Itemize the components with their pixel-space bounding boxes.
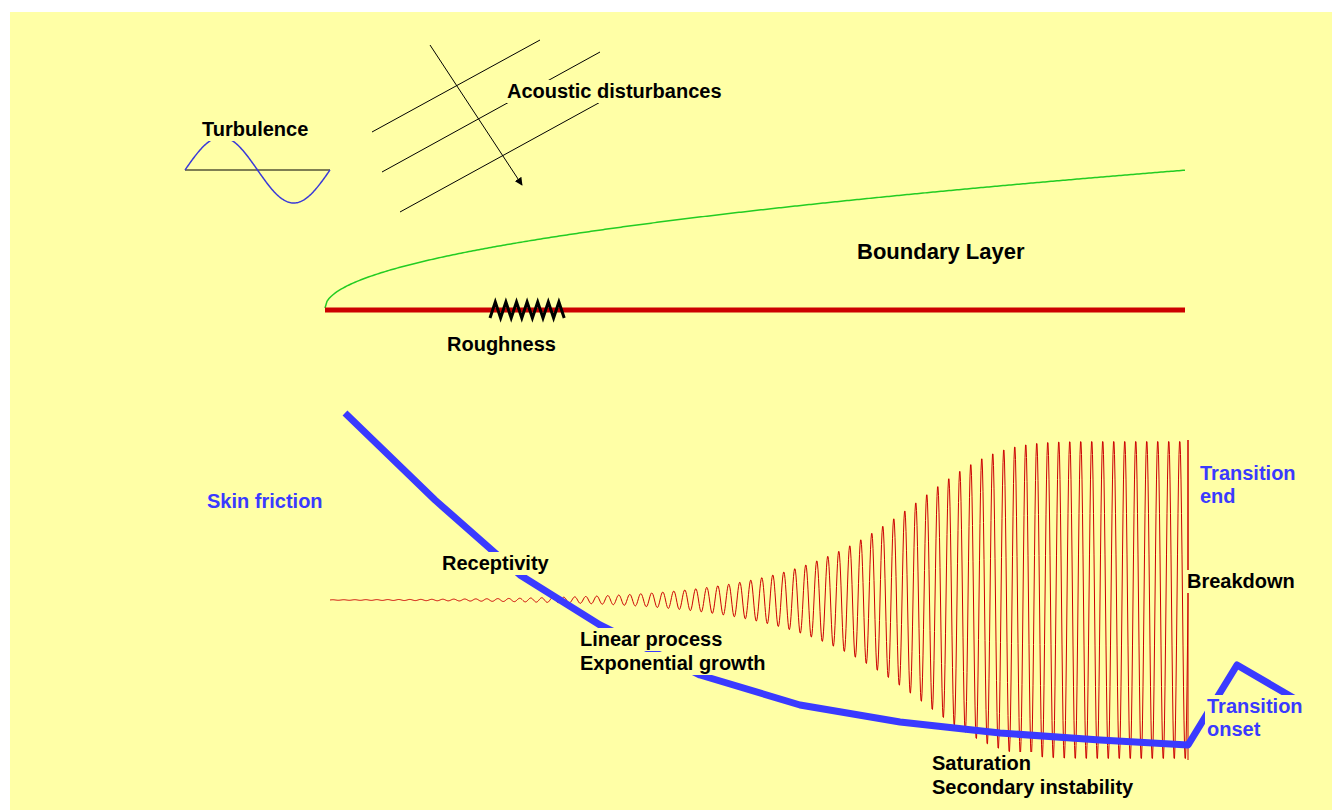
stage-label: Secondary instability xyxy=(930,776,1135,799)
disturbance-wave xyxy=(330,440,1188,760)
stage-label: Exponential growth xyxy=(578,652,768,675)
transition-marker: Transition end xyxy=(1198,462,1314,508)
region-label: Boundary Layer xyxy=(855,240,1027,263)
flat-plate xyxy=(325,308,1185,313)
curve-label: Skin friction xyxy=(205,490,325,513)
stage-label: Receptivity xyxy=(440,552,551,575)
turbulence-sine xyxy=(185,137,330,203)
acoustic-wavefront xyxy=(382,52,600,172)
stage-label: Breakdown xyxy=(1185,570,1297,593)
boundary-layer-edge xyxy=(325,170,1185,308)
disturbance-label: Acoustic disturbances xyxy=(505,80,724,103)
acoustic-arrow xyxy=(430,45,522,185)
surface-label: Roughness xyxy=(445,333,558,356)
background-panel xyxy=(10,12,1332,810)
stage-label: Linear process xyxy=(578,628,724,651)
transition-marker: Transition onset xyxy=(1205,695,1321,741)
disturbance-label: Turbulence xyxy=(200,118,310,141)
stage-label: Saturation xyxy=(930,752,1033,775)
skin-friction-curve xyxy=(345,413,1297,745)
roughness-element xyxy=(490,302,564,318)
acoustic-wavefront xyxy=(400,94,615,212)
